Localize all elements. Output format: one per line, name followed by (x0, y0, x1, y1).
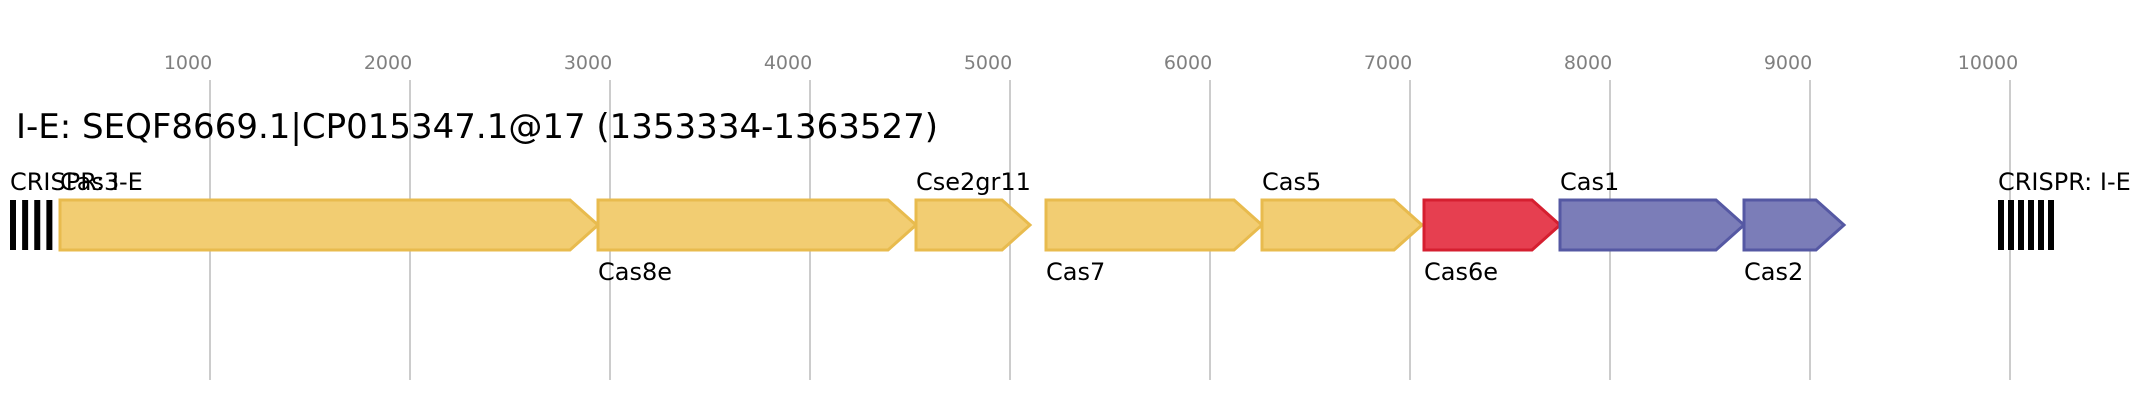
crispr-repeat (22, 200, 29, 250)
tick-label-3000: 3000 (564, 52, 612, 74)
crispr-label: CRISPR: I-E (10, 168, 143, 196)
crispr-repeat (2048, 200, 2054, 250)
gene-cas1: Cas1 (1558, 168, 1747, 252)
gene-label: Cas3 (60, 168, 119, 196)
gene-label: Cas8e (598, 258, 672, 286)
gene-arrow (1422, 198, 1563, 252)
tick-label-5000: 5000 (964, 52, 1012, 74)
crispr-repeat (34, 200, 41, 250)
crispr-repeat (46, 200, 53, 250)
crispr-label: CRISPR: I-E (1998, 168, 2131, 196)
crispr-repeat (2008, 200, 2014, 250)
crispr-repeat (2018, 200, 2024, 250)
tick-label-6000: 6000 (1164, 52, 1212, 74)
diagram-title: I-E: SEQF8669.1|CP015347.1@17 (1353334-1… (16, 107, 938, 147)
crispr-repeat (2038, 200, 2044, 250)
gene-label: Cas7 (1046, 258, 1105, 286)
gene-label: Cas5 (1262, 168, 1321, 196)
crispr-repeat (2028, 200, 2034, 250)
gene-cas3: Cas3 (58, 168, 601, 252)
tick-label-4000: 4000 (764, 52, 812, 74)
gene-cas6e: Cas6e (1422, 198, 1563, 286)
tick-label-1000: 1000 (164, 52, 212, 74)
gene-cas8e: Cas8e (596, 198, 919, 286)
tick-label-10000: 10000 (1958, 52, 2018, 74)
gene-arrow (1742, 198, 1847, 252)
crispr-array-1: CRISPR: I-E (1998, 168, 2131, 250)
gene-cas5: Cas5 (1260, 168, 1425, 252)
tick-label-2000: 2000 (364, 52, 412, 74)
gene-label: Cse2gr11 (916, 168, 1031, 196)
gene-arrow (1044, 198, 1265, 252)
gene-cas2: Cas2 (1742, 198, 1847, 286)
tick-label-8000: 8000 (1564, 52, 1612, 74)
gene-cse2gr11: Cse2gr11 (914, 168, 1033, 252)
gene-arrow (914, 198, 1033, 252)
tick-label-9000: 9000 (1764, 52, 1812, 74)
gene-label: Cas6e (1424, 258, 1498, 286)
tick-label-7000: 7000 (1364, 52, 1412, 74)
gene-arrow (1558, 198, 1747, 252)
axis-ticks: 1000 2000 3000 4000 5000 6000 7000 8000 9000 1000… (164, 52, 2018, 74)
crispr-repeat (10, 200, 16, 250)
crispr-repeat (1998, 200, 2004, 250)
gene-arrow (596, 198, 919, 252)
gene-arrow (1260, 198, 1425, 252)
gene-label: Cas2 (1744, 258, 1803, 286)
gene-arrow (58, 198, 601, 252)
gene-label: Cas1 (1560, 168, 1619, 196)
gene-cas7: Cas7 (1044, 198, 1265, 286)
